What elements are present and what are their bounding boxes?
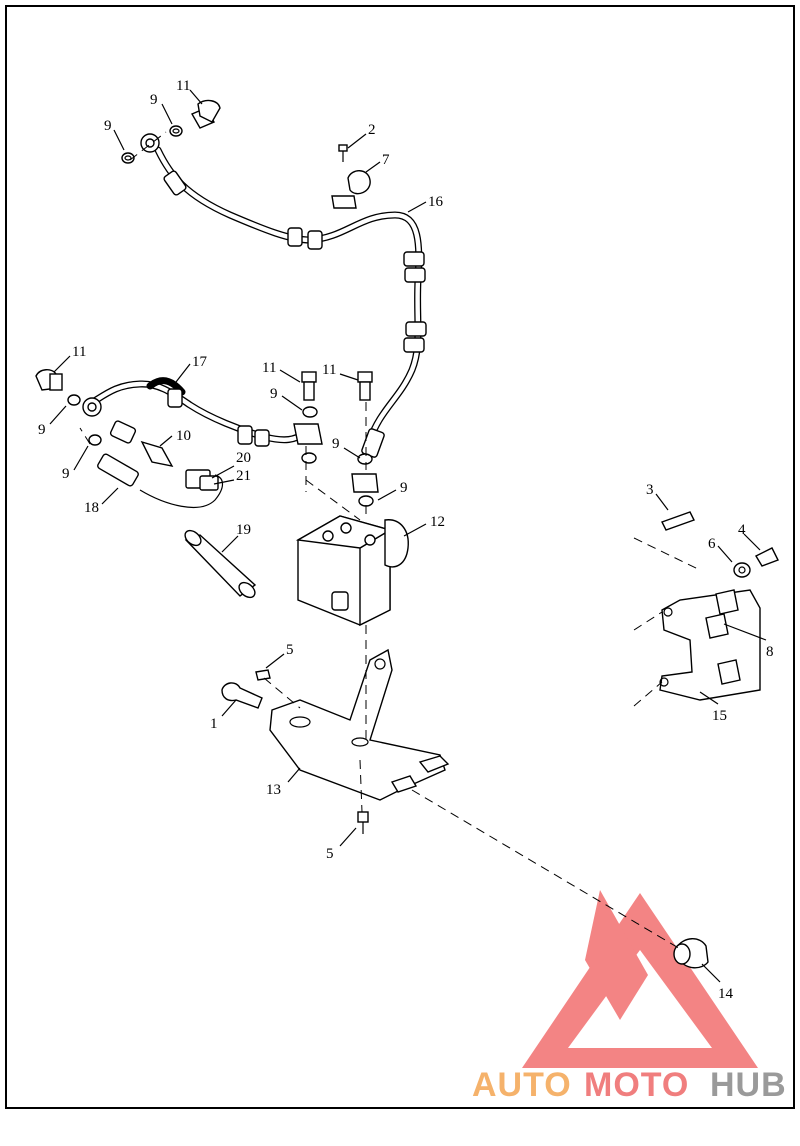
callout-9: 9 <box>150 92 158 108</box>
watermark-logo <box>522 890 758 1068</box>
washer-left-a <box>67 394 81 406</box>
callout-20: 20 <box>236 450 251 466</box>
callout-11: 11 <box>322 362 336 378</box>
callout-9: 9 <box>270 386 278 402</box>
callout-11: 11 <box>262 360 276 376</box>
hose-clamp <box>331 170 371 209</box>
callout-13: 13 <box>266 782 281 798</box>
callout-15: 15 <box>712 708 727 724</box>
watermark-hub: HUB <box>710 1066 787 1104</box>
callout-3: 3 <box>646 482 654 498</box>
callout-9: 9 <box>104 118 112 134</box>
screw-upper <box>255 669 271 681</box>
callout-5: 5 <box>286 642 294 658</box>
banjo-bolt-left <box>35 369 63 391</box>
callout-19: 19 <box>236 522 251 538</box>
hose-clip-c <box>717 659 741 685</box>
callout-17: 17 <box>192 354 208 370</box>
drawing-frame <box>5 5 795 1109</box>
bolt-side <box>661 511 695 531</box>
washer-top-a <box>169 125 183 137</box>
rubber-grommet <box>673 938 709 969</box>
callout-labels: 11 9 9 2 7 16 11 17 11 11 9 9 10 9 9 20 … <box>38 78 774 1002</box>
sensor-connector <box>185 469 219 491</box>
brake-line-upper <box>140 133 427 458</box>
callout-9: 9 <box>332 436 340 452</box>
callout-11: 11 <box>72 344 86 360</box>
callout-7: 7 <box>382 152 390 168</box>
callout-9: 9 <box>62 466 70 482</box>
pressure-switch <box>109 420 174 467</box>
callout-6: 6 <box>708 536 716 552</box>
bracket-bolt <box>221 682 263 709</box>
watermark-text: AUTO MOTO HUB <box>472 1066 787 1104</box>
callout-8: 8 <box>766 644 774 660</box>
bolt-side-short <box>755 547 779 567</box>
hose-clip-a <box>715 589 739 615</box>
callout-12: 12 <box>430 514 445 530</box>
clamp-screw <box>338 144 348 162</box>
callout-16: 16 <box>428 194 444 210</box>
callout-10: 10 <box>176 428 191 444</box>
banjo-bolt-top <box>191 99 221 129</box>
screw-lower <box>357 811 369 834</box>
hose-clip-b <box>705 613 729 639</box>
callout-14: 14 <box>718 986 734 1002</box>
leader-lines <box>49 89 767 983</box>
watermark-auto: AUTO <box>472 1066 572 1104</box>
callout-21: 21 <box>236 468 251 484</box>
side-bracket <box>659 589 761 701</box>
callout-5: 5 <box>326 846 334 862</box>
callout-11: 11 <box>176 78 190 94</box>
brake-line-lower <box>82 377 309 447</box>
callout-9: 9 <box>38 422 46 438</box>
washer-left-b <box>88 434 102 446</box>
callout-4: 4 <box>738 522 746 538</box>
callout-9: 9 <box>400 480 408 496</box>
callout-2: 2 <box>368 122 376 138</box>
watermark-moto: MOTO <box>584 1066 689 1104</box>
banjo-bolt-abs-left <box>293 371 323 464</box>
abs-module <box>295 515 409 627</box>
callout-1: 1 <box>210 716 218 732</box>
callout-18: 18 <box>84 500 99 516</box>
protective-sleeve <box>184 529 257 599</box>
washer-top-b <box>121 152 135 164</box>
banjo-bolt-abs-right <box>351 371 379 507</box>
mounting-bracket <box>269 648 450 801</box>
washer-side <box>733 562 751 578</box>
speed-sensor <box>97 453 224 508</box>
assembly-lines <box>79 131 701 951</box>
